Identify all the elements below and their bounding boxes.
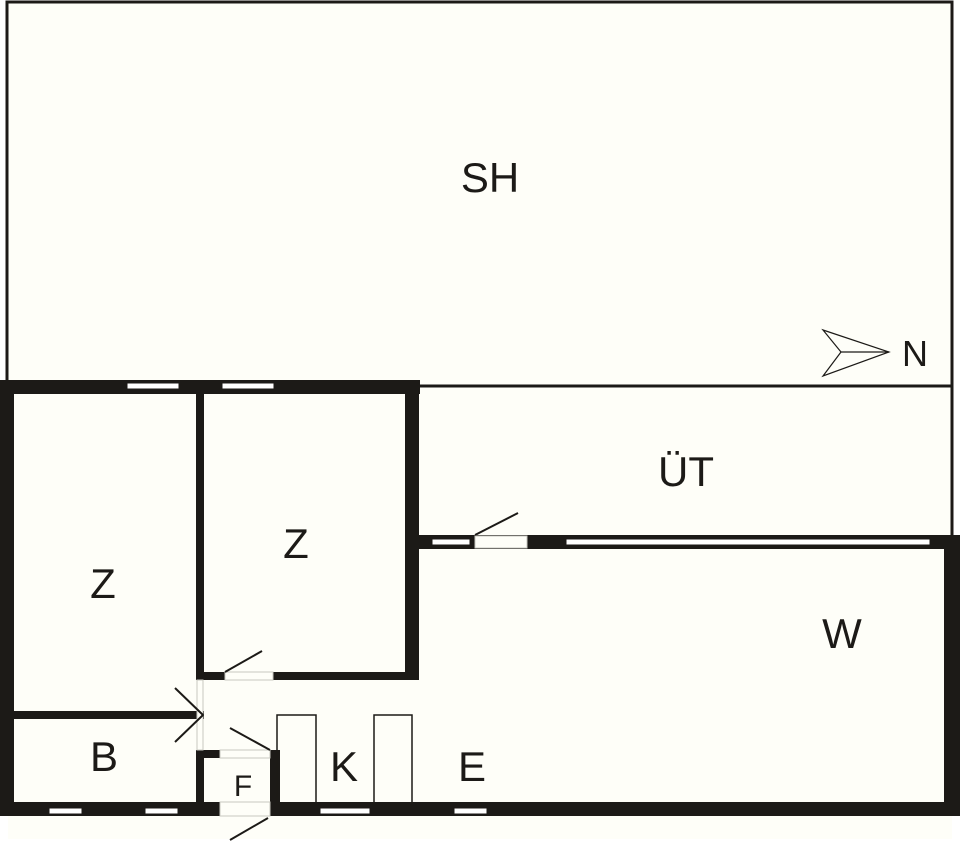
room-label-sh: SH — [460, 154, 520, 201]
room-label-z1: Z — [90, 560, 116, 607]
room-label-z2: Z — [283, 520, 309, 567]
room-label-w: W — [822, 610, 862, 657]
compass-label: N — [902, 333, 928, 374]
kitchen-fixtures — [276, 714, 413, 806]
room-label-ut: ÜT — [658, 448, 714, 495]
door-swings — [174, 512, 519, 841]
north-arrow-icon — [821, 328, 891, 378]
room-label-k: K — [329, 743, 359, 790]
windows — [48, 382, 931, 815]
room-label-e: E — [457, 743, 487, 790]
room-label-b: B — [89, 733, 119, 780]
ut-outline — [415, 384, 954, 537]
room-label-f: F — [233, 770, 253, 803]
